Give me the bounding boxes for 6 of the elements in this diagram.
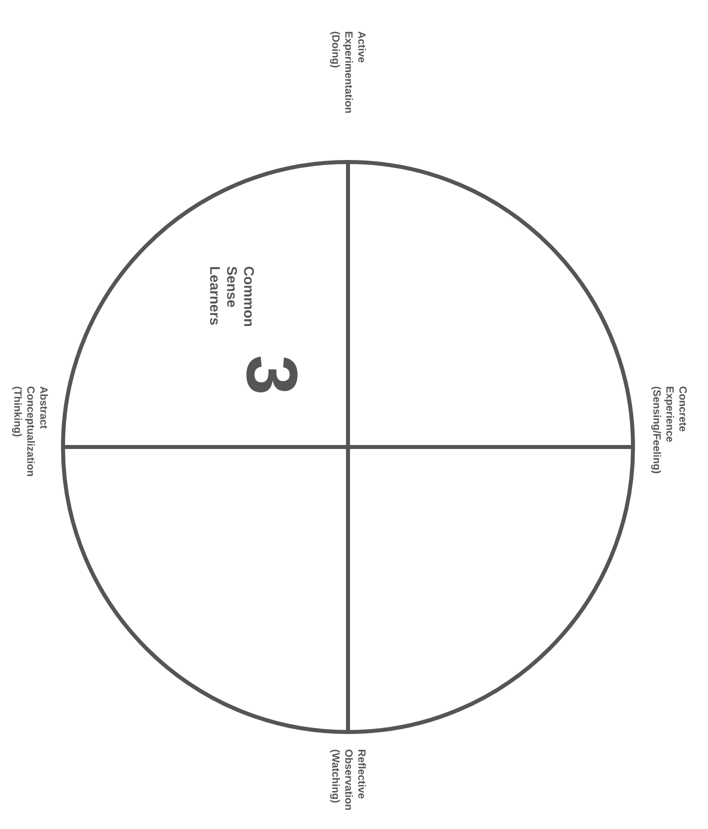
axis-label: Active Experimentation (Doing): [330, 31, 366, 113]
quadrant-number: 3: [246, 356, 298, 392]
axis-label: Abstract Conceptualization (Thinking): [12, 386, 48, 476]
axis-label: Concrete Experience (Sensing/Feeling): [651, 386, 687, 474]
quadrant-label: Common Sense Learners: [210, 266, 254, 326]
axis-label: Reflective Observation (Watching): [330, 750, 366, 810]
